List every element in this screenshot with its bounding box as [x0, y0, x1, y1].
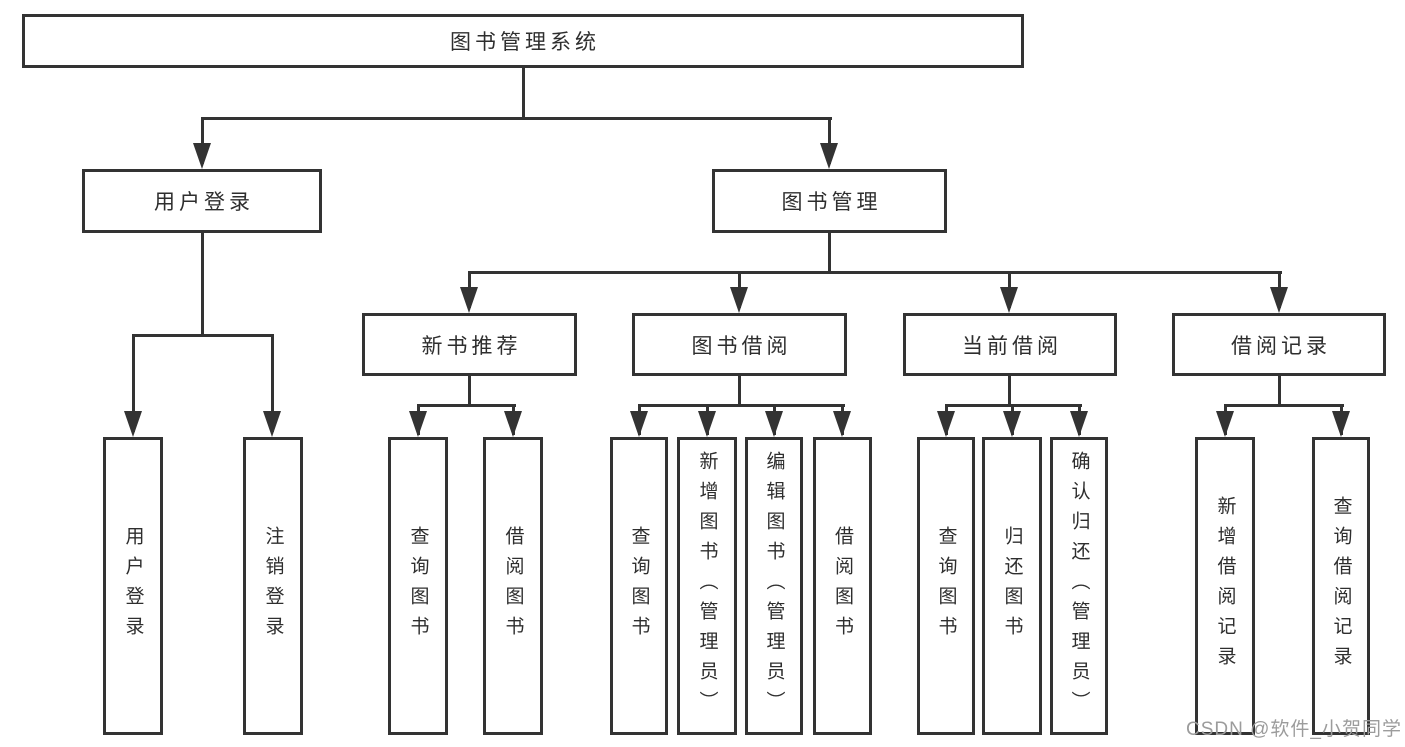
node-label: 用户登录 — [122, 526, 144, 646]
leaf-query-borrow-record: 查询借阅记录 — [1312, 437, 1370, 735]
node-label: 图书管理 — [781, 191, 882, 214]
node-user-login: 用户登录 — [82, 169, 322, 233]
arrowhead-down-icon — [1070, 411, 1088, 437]
node-label: 借阅记录 — [1231, 334, 1331, 358]
arrowhead-down-icon — [193, 143, 211, 169]
arrowhead-down-icon — [833, 411, 851, 437]
arrowhead-down-icon — [409, 411, 427, 437]
leaf-query-book-1: 查询图书 — [388, 437, 448, 735]
connector-line — [521, 68, 525, 118]
arrowhead-down-icon — [937, 411, 955, 437]
node-label: 查询图书 — [407, 526, 429, 646]
arrowhead-down-icon — [730, 287, 748, 313]
arrowhead-down-icon — [1270, 287, 1288, 313]
leaf-add-book-admin: 新增图书（管理员） — [677, 437, 737, 735]
node-label: 图书管理系统 — [450, 31, 600, 54]
node-label: 新书推荐 — [421, 334, 522, 358]
leaf-edit-book-admin: 编辑图书（管理员） — [745, 437, 803, 735]
leaf-query-book-2: 查询图书 — [610, 437, 668, 735]
node-label: 当前借阅 — [962, 334, 1062, 358]
node-book-management: 图书管理 — [712, 169, 947, 233]
arrowhead-down-icon — [820, 143, 838, 169]
arrowhead-down-icon — [1000, 287, 1018, 313]
connector-line — [827, 118, 831, 164]
connector-line — [467, 376, 471, 405]
node-new-book-recommend: 新书推荐 — [362, 313, 577, 376]
node-label: 归还图书 — [1001, 526, 1023, 646]
leaf-user-login: 用户登录 — [103, 437, 163, 735]
connector-line — [131, 335, 135, 432]
connector-line — [200, 116, 832, 120]
arrowhead-down-icon — [504, 411, 522, 437]
node-label: 借阅图书 — [832, 526, 853, 646]
connector-line — [1007, 376, 1011, 405]
arrowhead-down-icon — [263, 411, 281, 437]
arrowhead-down-icon — [460, 287, 478, 313]
arrowhead-down-icon — [765, 411, 783, 437]
arrowhead-down-icon — [1003, 411, 1021, 437]
node-label: 新增图书（管理员） — [696, 451, 718, 721]
watermark-text: CSDN @软件_小贺同学 — [1186, 719, 1402, 740]
leaf-return-book: 归还图书 — [982, 437, 1042, 735]
node-book-borrow: 图书借阅 — [632, 313, 847, 376]
arrowhead-down-icon — [698, 411, 716, 437]
connector-line — [131, 333, 274, 337]
node-library-system: 图书管理系统 — [22, 14, 1024, 68]
connector-line — [1277, 376, 1281, 405]
leaf-logout: 注销登录 — [243, 437, 303, 735]
node-label: 确认归还（管理员） — [1068, 451, 1090, 721]
node-borrow-record: 借阅记录 — [1172, 313, 1386, 376]
node-label: 查询图书 — [935, 526, 957, 646]
connector-line — [200, 118, 204, 164]
leaf-add-borrow-record: 新增借阅记录 — [1195, 437, 1255, 735]
node-label: 注销登录 — [262, 526, 284, 646]
connector-line — [270, 335, 274, 432]
node-label: 编辑图书（管理员） — [763, 451, 785, 721]
connector-line — [637, 403, 845, 407]
node-label: 图书借阅 — [691, 334, 792, 358]
connector-line — [467, 270, 1282, 274]
node-label: 查询图书 — [628, 526, 650, 646]
node-label: 借阅图书 — [502, 526, 524, 646]
connector-line — [200, 233, 204, 335]
leaf-borrow-book-2: 借阅图书 — [813, 437, 872, 735]
node-label: 用户登录 — [154, 191, 254, 214]
arrowhead-down-icon — [630, 411, 648, 437]
connector-line — [737, 376, 741, 405]
connector-line — [827, 233, 831, 272]
node-label: 新增借阅记录 — [1214, 496, 1236, 676]
connector-line — [416, 403, 516, 407]
leaf-borrow-book-1: 借阅图书 — [483, 437, 543, 735]
arrowhead-down-icon — [1332, 411, 1350, 437]
leaf-query-book-3: 查询图书 — [917, 437, 975, 735]
leaf-confirm-return-admin: 确认归还（管理员） — [1050, 437, 1108, 735]
arrowhead-down-icon — [124, 411, 142, 437]
node-label: 查询借阅记录 — [1330, 496, 1352, 676]
node-current-borrow: 当前借阅 — [903, 313, 1117, 376]
connector-line — [1223, 403, 1344, 407]
arrowhead-down-icon — [1216, 411, 1234, 437]
